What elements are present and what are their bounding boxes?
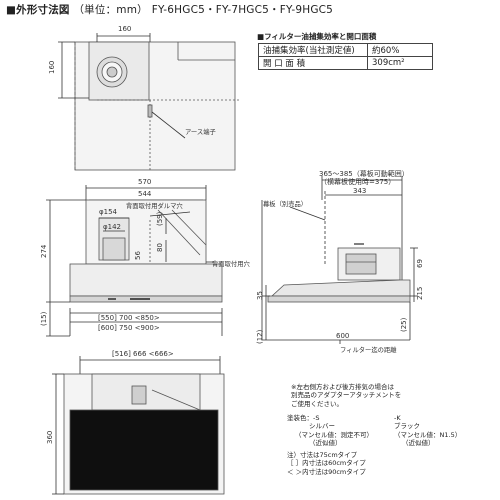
- note-line: ※左右側方および後方排気の場合は: [291, 383, 394, 391]
- title-models: FY-6HGC5・FY-7HGC5・FY-9HGC5: [151, 4, 334, 16]
- side-view: [261, 176, 418, 344]
- silver-name: シルバー: [309, 422, 335, 431]
- dim-59: (59): [156, 211, 164, 226]
- dim-range-375: （横幕板使用時=375）: [320, 177, 395, 186]
- label-damper-hole: 背面取付用ダルマ穴: [126, 201, 183, 210]
- dim-600-750-900: [600] 750 <900>: [98, 324, 160, 332]
- dim-600-side: 600: [336, 332, 349, 340]
- dim-516-666: [516] 666 <666>: [112, 350, 174, 358]
- size-note: 注）寸法は75cmタイプ: [287, 451, 358, 459]
- dim-550-700-850: [550] 700 <850>: [98, 314, 160, 322]
- title-main: ■外形寸法図: [6, 4, 70, 16]
- dim-215: 215: [416, 287, 424, 300]
- dim-25: (25): [400, 317, 408, 332]
- side-skirt: [267, 295, 411, 303]
- dim-69: 69: [416, 259, 424, 268]
- dim-570: 570: [138, 178, 151, 186]
- color-k: -K: [394, 414, 401, 422]
- silver-munsell: （マンセル値：測定不可）: [295, 430, 373, 439]
- dim-15: (15): [40, 311, 48, 326]
- page-title: ■外形寸法図 （単位：mm） FY-6HGC5・FY-7HGC5・FY-9HGC…: [6, 2, 333, 17]
- dim-274: 274: [40, 244, 48, 258]
- size-note: ＜ ＞内寸法は90cmタイプ: [287, 467, 366, 476]
- top-view: [58, 33, 240, 171]
- color-label: 塗装色：-S: [287, 414, 320, 422]
- dim-343: 343: [353, 187, 366, 195]
- dim-160-width: 160: [118, 25, 131, 33]
- front-view: [46, 185, 223, 337]
- dim-phi142: φ142: [103, 223, 121, 231]
- exhaust-note: ※左右側方および後方排気の場合は 別売品のアダプターアタッチメントを ご使用くだ…: [291, 383, 401, 408]
- size-note: ［ ］内寸法は60cmタイプ: [287, 459, 366, 468]
- spec-table: 油捕集効率(当社測定値) 約60% 開 口 面 積 309cm²: [258, 43, 433, 70]
- label-panel: 幕板（別売品）: [263, 199, 307, 208]
- dim-56: 56: [134, 251, 142, 260]
- color-note-black: -K ブラック （マンセル値：N1.5） （近似値）: [394, 414, 461, 448]
- spec-row-area: 開 口 面 積 309cm²: [258, 56, 433, 70]
- dim-80: 80: [156, 243, 164, 252]
- note-line: 別売品のアダプターアタッチメントを: [291, 391, 402, 400]
- size-notes: 注）寸法は75cmタイプ ［ ］内寸法は60cmタイプ ＜ ＞内寸法は90cmタ…: [287, 451, 366, 476]
- dim-phi154: φ154: [99, 208, 118, 216]
- title-unit: （単位：mm）: [73, 4, 148, 16]
- label-filter-distance: フィルター迄の距離: [340, 345, 397, 354]
- dim-160-height: 160: [48, 61, 56, 74]
- bottom-filter-panel: [69, 409, 219, 491]
- dim-12: (12): [256, 329, 264, 344]
- dim-544: 544: [138, 190, 152, 198]
- black-approx: （近似値）: [402, 439, 435, 448]
- silver-approx: （近似値）: [309, 439, 342, 448]
- dim-360: 360: [46, 431, 54, 444]
- black-munsell: （マンセル値：N1.5）: [394, 430, 462, 439]
- spec-table-title: ■フィルター油捕集効率と開口面積: [257, 32, 377, 41]
- bottom-view: [52, 356, 225, 495]
- hood-skirt: [69, 263, 223, 297]
- label-rear-hole: 背面取付用穴: [212, 259, 250, 268]
- black-name: ブラック: [394, 422, 420, 431]
- color-note-silver: 塗装色：-S シルバー （マンセル値：測定不可） （近似値）: [287, 414, 373, 448]
- label-earth-terminal: アース端子: [185, 127, 216, 136]
- spec-value: 309cm²: [367, 56, 433, 70]
- dim-35: 35: [256, 291, 264, 300]
- note-line: ご使用ください。: [291, 399, 343, 408]
- dim-range-365-385: 365～385（幕板可動範囲）: [319, 169, 409, 178]
